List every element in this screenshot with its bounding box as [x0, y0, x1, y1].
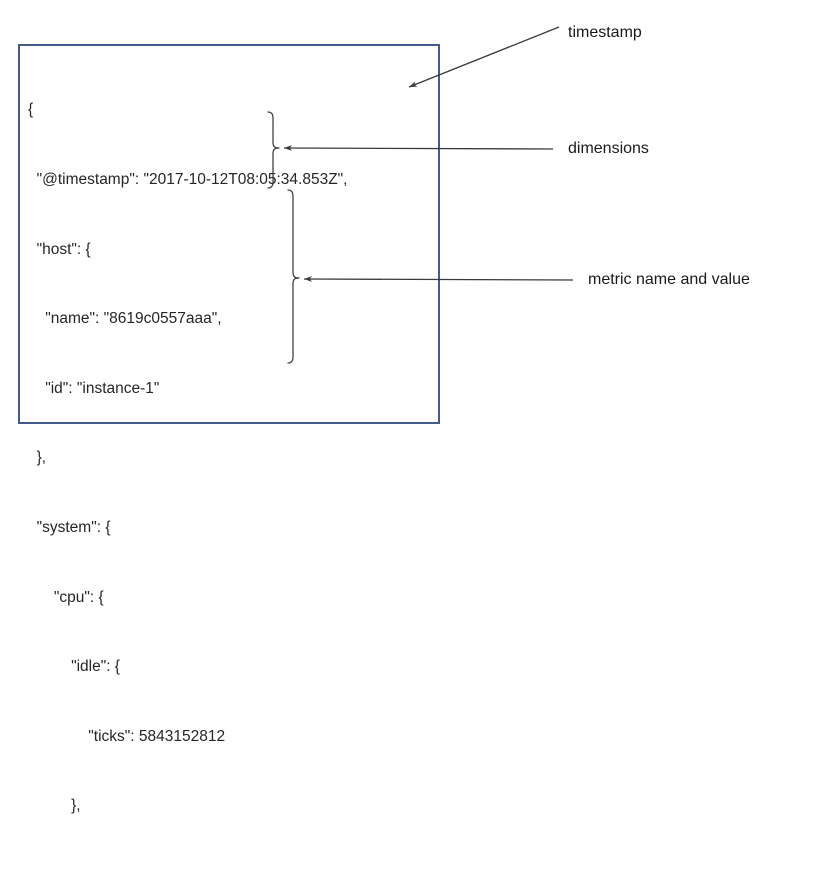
annotation-label-dimensions: dimensions: [568, 140, 649, 157]
json-code-block: { "@timestamp": "2017-10-12T08:05:34.853…: [28, 52, 428, 874]
annotation-label-timestamp: timestamp: [568, 24, 642, 41]
json-line-ticks: "ticks": 5843152812: [28, 727, 226, 745]
json-line-host-open: "host": {: [28, 240, 91, 258]
json-line-host-close: },: [28, 449, 47, 467]
json-line-system-open: "system": {: [28, 518, 111, 536]
json-line-ellipsis: …: [28, 864, 428, 874]
json-line-timestamp: "@timestamp": "2017-10-12T08:05:34.853Z"…: [28, 171, 348, 188]
json-line-idle-open: "idle": {: [28, 658, 120, 676]
json-line: {: [28, 101, 34, 119]
json-line-cpu-open: "cpu": {: [28, 588, 104, 606]
annotation-label-metric-name-and-value: metric name and value: [588, 271, 750, 288]
json-line-host-id: "id": "instance-1": [28, 379, 160, 397]
json-document-box: [18, 44, 440, 424]
json-line-host-name: "name": "8619c0557aaa",: [28, 310, 222, 328]
json-line-idle-close: },: [28, 797, 81, 815]
figure-canvas: { "@timestamp": "2017-10-12T08:05:34.853…: [18, 24, 750, 874]
